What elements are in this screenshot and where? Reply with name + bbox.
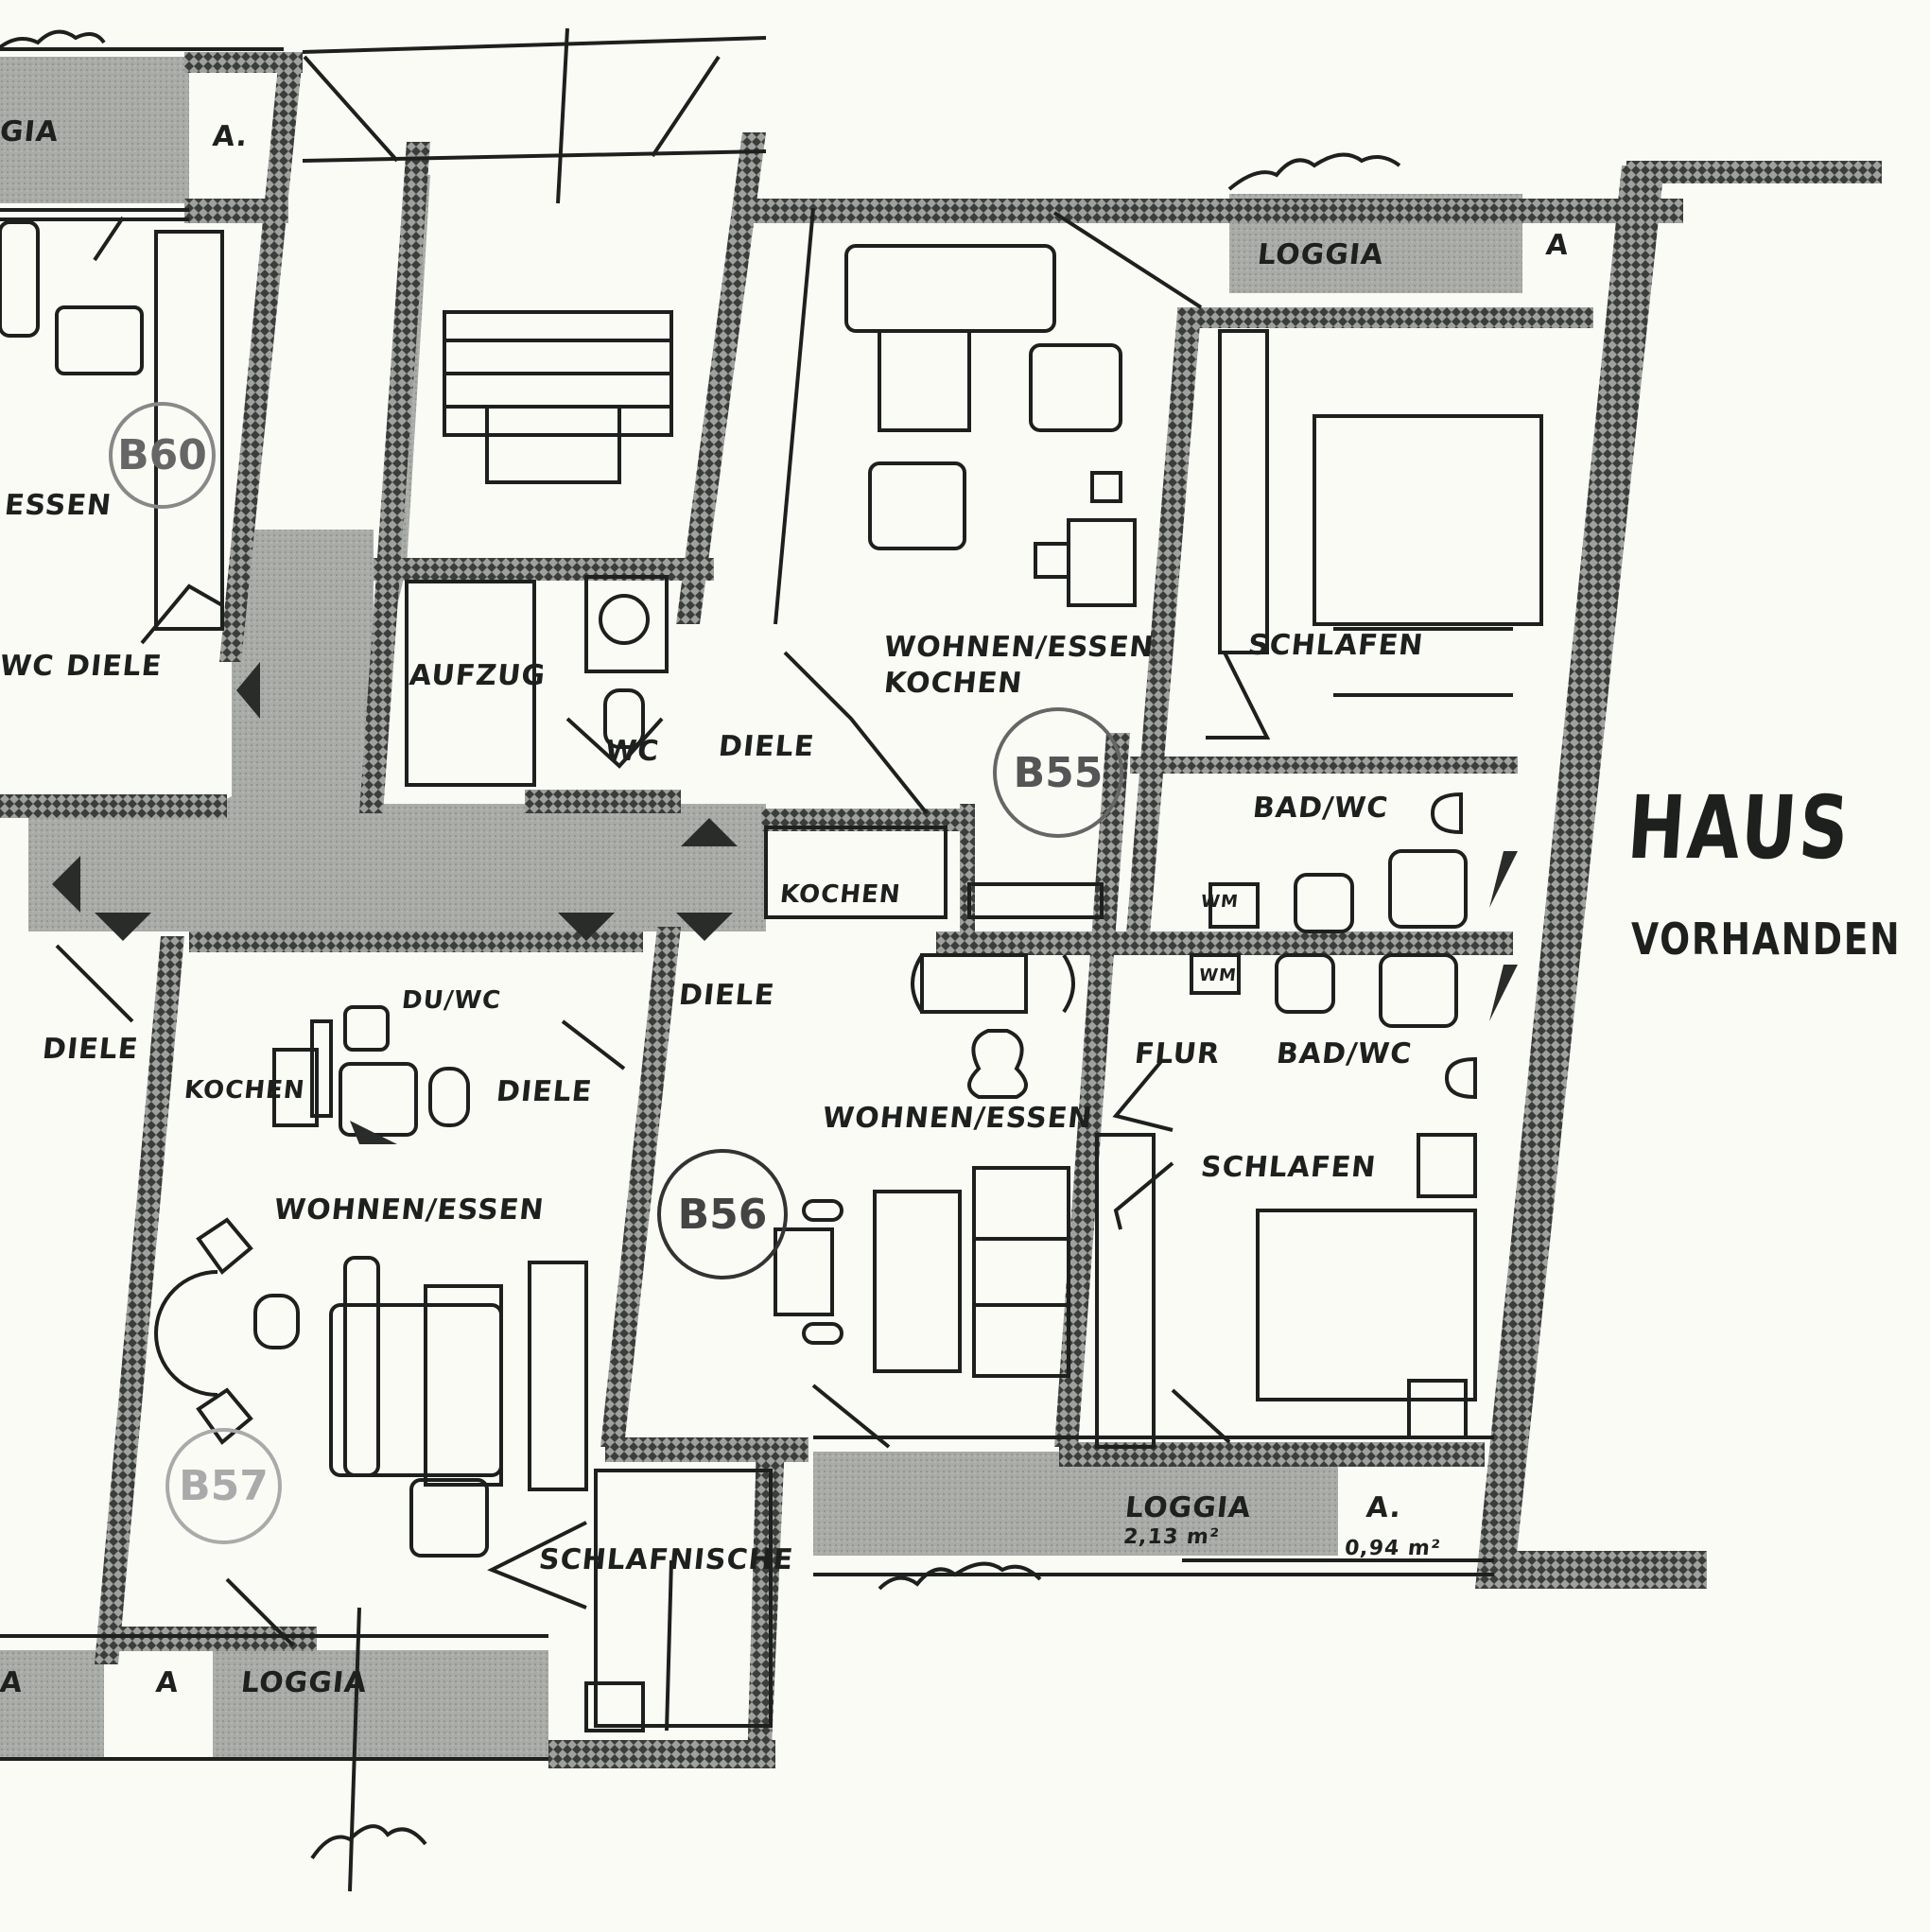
room-label-diele-b56: DIELE: [677, 979, 777, 1012]
room-label-kochen-b55: KOCHEN: [882, 667, 1025, 700]
room-label-loggia-b57: LOGGIA: [239, 1666, 370, 1699]
building-label-subtitle: VORHANDEN: [1631, 914, 1902, 965]
walls: [0, 52, 1882, 1768]
room-label-kochen-small: KOCHEN: [778, 880, 903, 909]
room-label-wohnen-essen-b55: WOHNEN/ESSEN: [882, 631, 1156, 664]
room-label-a-b55: A: [1544, 229, 1572, 262]
room-label-wohnen-essen-b57: WOHNEN/ESSEN: [272, 1193, 547, 1227]
room-label-flur-b56: FLUR: [1133, 1037, 1222, 1070]
room-label-a-b57: A: [154, 1666, 182, 1699]
corridor: [28, 175, 766, 931]
corridor-arrows: [52, 662, 1518, 1144]
room-label-diele-b57: DIELE: [495, 1075, 595, 1108]
room-label-a-b56: A.: [1365, 1491, 1404, 1524]
room-label-wc-core: WC: [603, 735, 662, 768]
room-label-a-bottom-left: A: [0, 1666, 26, 1699]
appliance-label-wm-lower: WM: [1197, 966, 1238, 985]
unit-marker-b55: B55: [993, 707, 1123, 838]
unit-marker-b60: B60: [109, 402, 216, 509]
building-label-title: HAUS: [1625, 777, 1855, 879]
room-label-aufzug: AUFZUG: [408, 659, 548, 692]
area-label-a-b56: 0,94 m²: [1343, 1537, 1442, 1560]
room-label-diele-b55: DIELE: [717, 730, 817, 763]
room-label-schlafen-b56: SCHLAFEN: [1199, 1151, 1379, 1184]
room-label-schlafen-b55: SCHLAFEN: [1246, 629, 1426, 662]
room-label-diele-left: DIELE: [41, 1033, 141, 1066]
room-label-wc-b60: WC: [0, 650, 57, 683]
room-label-loggia-b56: LOGGIA: [1123, 1491, 1254, 1524]
loggias: [0, 57, 1522, 1759]
room-label-loggia-b55: LOGGIA: [1256, 238, 1386, 271]
unit-marker-b56: B56: [657, 1149, 788, 1279]
room-label-diele-b60: DIELE: [64, 650, 165, 683]
appliance-label-wm-upper: WM: [1199, 892, 1240, 912]
room-label-bad-wc-b55: BAD/WC: [1251, 792, 1390, 825]
room-label-du-wc-b57: DU/WC: [400, 986, 503, 1015]
fixtures-and-furniture: [0, 27, 1543, 1892]
room-label-kochen-b57: KOCHEN: [183, 1076, 307, 1105]
room-label-wohnen-essen-b56: WOHNEN/ESSEN: [821, 1102, 1095, 1135]
unit-marker-b57: B57: [165, 1428, 282, 1544]
room-label-a-top-left: A.: [211, 120, 251, 153]
room-label-essen-b60: ESSEN: [3, 489, 113, 522]
area-label-loggia-b56: 2,13 m²: [1121, 1525, 1221, 1549]
room-label-schlafnische: SCHLAFNISCHE: [537, 1543, 795, 1576]
room-label-bad-wc-b56: BAD/WC: [1275, 1037, 1414, 1070]
room-label-loggia-top-left: GIA: [0, 115, 61, 148]
